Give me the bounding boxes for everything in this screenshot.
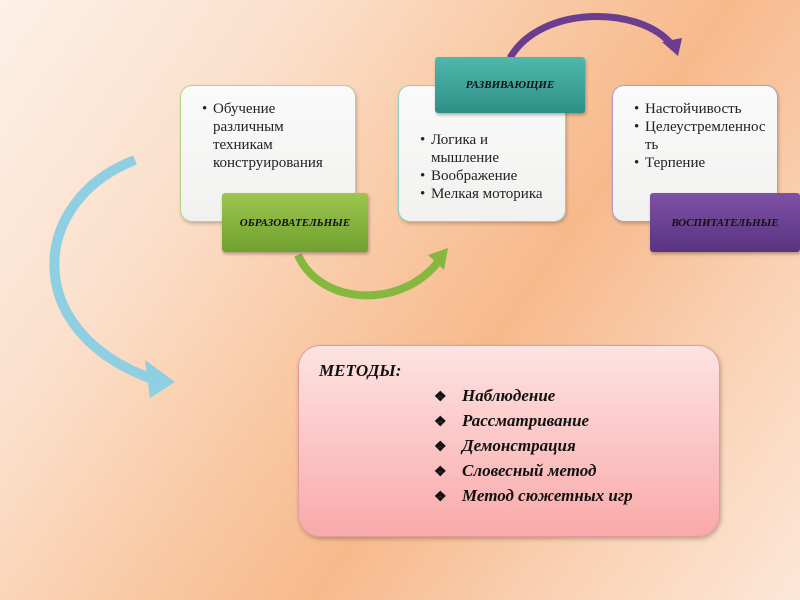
list-item: Логика и мышление — [420, 131, 557, 167]
method-item: ❖ Словесный метод — [434, 459, 633, 484]
list-item: Обучение различным техникам конструирова… — [202, 100, 345, 172]
method-label: Наблюдение — [462, 386, 556, 405]
label-educational: ОБРАЗОВАТЕЛЬНЫЕ — [222, 193, 368, 252]
methods-box: МЕТОДЫ: ❖ Наблюдение ❖ Рассматривание ❖ Дем… — [298, 345, 720, 537]
list-item: Терпение — [634, 154, 769, 172]
bullet-icon: ❖ — [434, 490, 447, 505]
methods-title: МЕТОДЫ: — [319, 361, 402, 380]
method-item: ❖ Наблюдение — [434, 384, 633, 409]
list-item: Целеустремленность — [634, 118, 769, 154]
label-developmental: РАЗВИВАЮЩИЕ — [435, 57, 585, 113]
list-item: Воображение — [420, 167, 557, 185]
method-item: ❖ Рассматривание — [434, 409, 633, 434]
bullet-icon: ❖ — [434, 390, 447, 405]
method-item: ❖ Демонстрация — [434, 434, 633, 459]
bullet-icon: ❖ — [434, 440, 447, 455]
bullet-icon: ❖ — [434, 465, 447, 480]
blue-curved-arrow — [49, 155, 152, 383]
method-label: Демонстрация — [462, 436, 576, 455]
method-label: Рассматривание — [462, 411, 590, 430]
green-arrowhead — [428, 248, 448, 270]
green-curved-arrow — [294, 253, 442, 300]
label-upbringing: ВОСПИТАТЕЛЬНЫЕ — [650, 193, 800, 252]
method-label: Словесный метод — [462, 461, 597, 480]
method-item: ❖ Метод сюжетных игр — [434, 484, 633, 509]
purple-arrowhead — [662, 38, 682, 56]
bullet-icon: ❖ — [434, 415, 447, 430]
purple-curved-arrow — [506, 12, 675, 60]
method-label: Метод сюжетных игр — [462, 486, 633, 505]
list-item: Настойчивость — [634, 100, 769, 118]
list-item: Мелкая моторика — [420, 185, 557, 203]
blue-arrowhead — [145, 360, 175, 398]
